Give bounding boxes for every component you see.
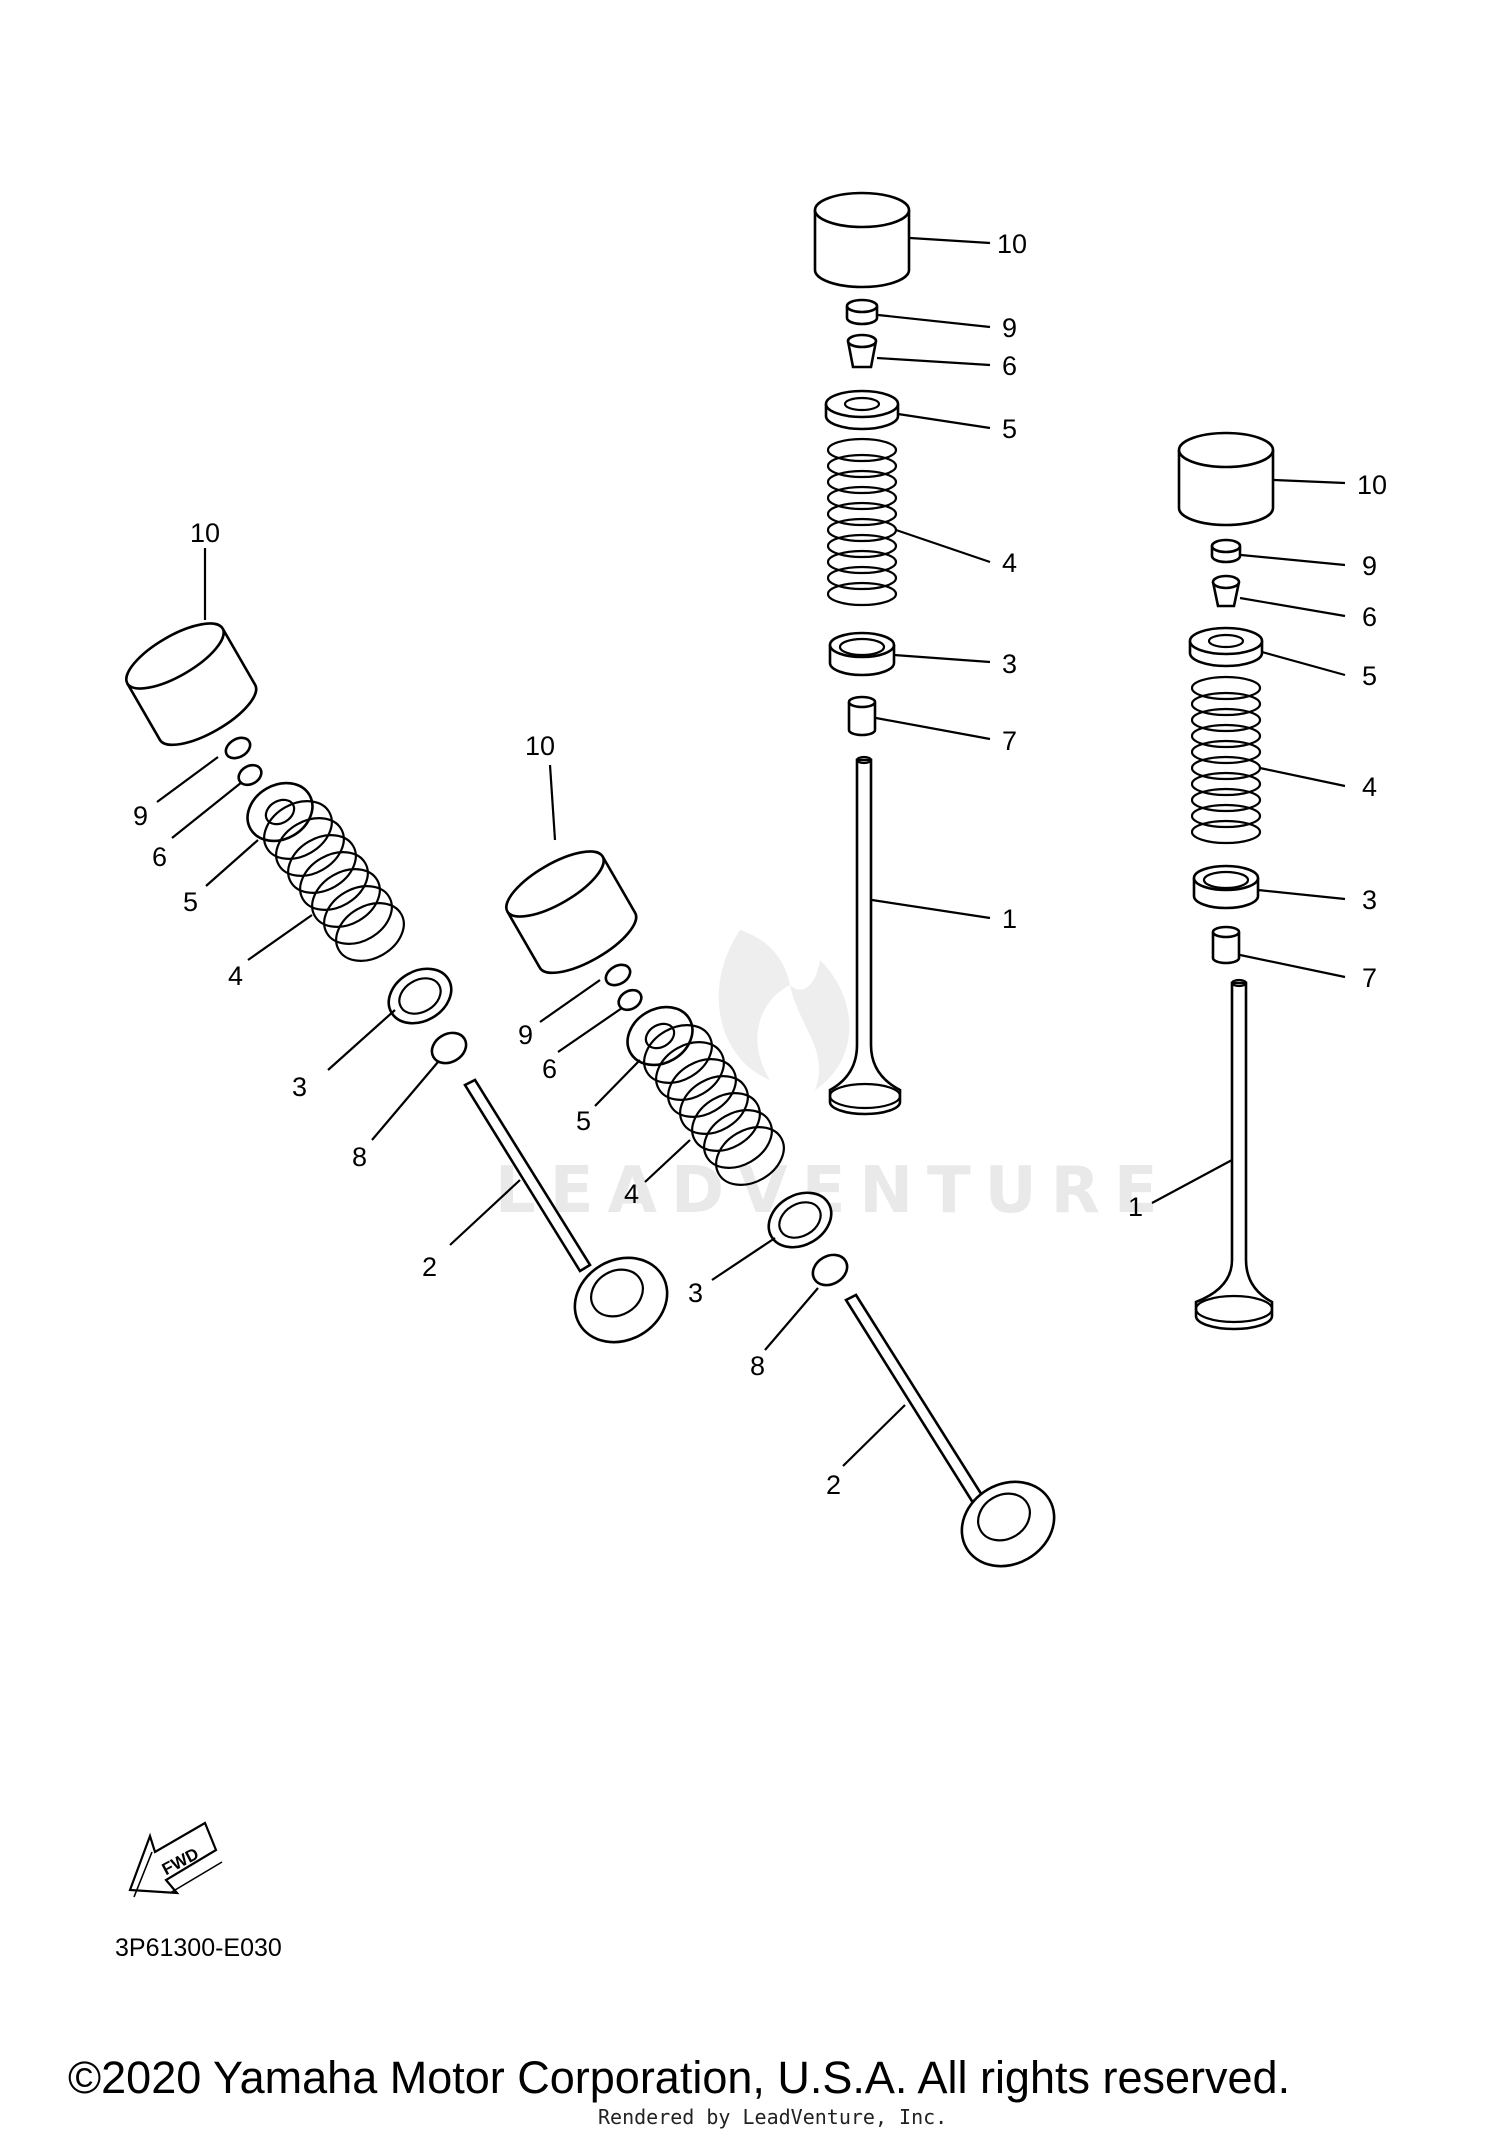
callout-10: 10	[997, 229, 1027, 259]
callout-10: 10	[190, 518, 220, 548]
callout-6: 6	[542, 1054, 557, 1084]
callout-7: 7	[1002, 726, 1017, 756]
callout-5: 5	[1002, 414, 1017, 444]
callout-1: 1	[1128, 1192, 1143, 1222]
callout-10: 10	[1357, 470, 1387, 500]
callout-9: 9	[133, 801, 148, 831]
assembly-right: 10 9 6 5 4 3 7 1	[1128, 431, 1387, 1331]
part-code: 3P61300-E030	[115, 1934, 282, 1962]
callout-8: 8	[750, 1351, 765, 1381]
callout-7: 7	[1362, 963, 1377, 993]
callout-9: 9	[518, 1020, 533, 1050]
callout-4: 4	[1002, 548, 1017, 578]
callout-1: 1	[1002, 904, 1017, 934]
assembly-left: 10 9 6 5 4 3 8 2	[125, 518, 669, 1344]
callout-5: 5	[576, 1106, 591, 1136]
callout-2: 2	[826, 1470, 841, 1500]
callout-4: 4	[624, 1179, 639, 1209]
callout-3: 3	[1002, 649, 1017, 679]
callout-5: 5	[1362, 661, 1377, 691]
callout-4: 4	[1362, 772, 1377, 802]
rendered-by-text: Rendered by LeadVenture, Inc.	[598, 2105, 947, 2129]
callout-5: 5	[183, 887, 198, 917]
watermark-text: LEADVENTURE	[495, 1154, 1172, 1228]
leadventure-watermark: LEADVENTURE	[495, 930, 1172, 1228]
copyright-text: ©2020 Yamaha Motor Corporation, U.S.A. A…	[68, 2052, 1290, 2103]
assembly-upper-center: 10 9 6 5 4 3 7 1	[813, 191, 1027, 1116]
callout-6: 6	[152, 842, 167, 872]
callout-6: 6	[1002, 351, 1017, 381]
callout-3: 3	[1362, 885, 1377, 915]
callout-2: 2	[422, 1252, 437, 1282]
callout-10: 10	[525, 731, 555, 761]
callout-3: 3	[292, 1072, 307, 1102]
callout-9: 9	[1362, 551, 1377, 581]
assembly-center: 10 9 6 5 4 3 8 2	[505, 731, 1056, 1568]
callout-9: 9	[1002, 313, 1017, 343]
callout-8: 8	[352, 1142, 367, 1172]
callout-6: 6	[1362, 602, 1377, 632]
fwd-arrow-icon: FWD	[128, 1821, 223, 1898]
callout-4: 4	[228, 961, 243, 991]
callout-3: 3	[688, 1278, 703, 1308]
